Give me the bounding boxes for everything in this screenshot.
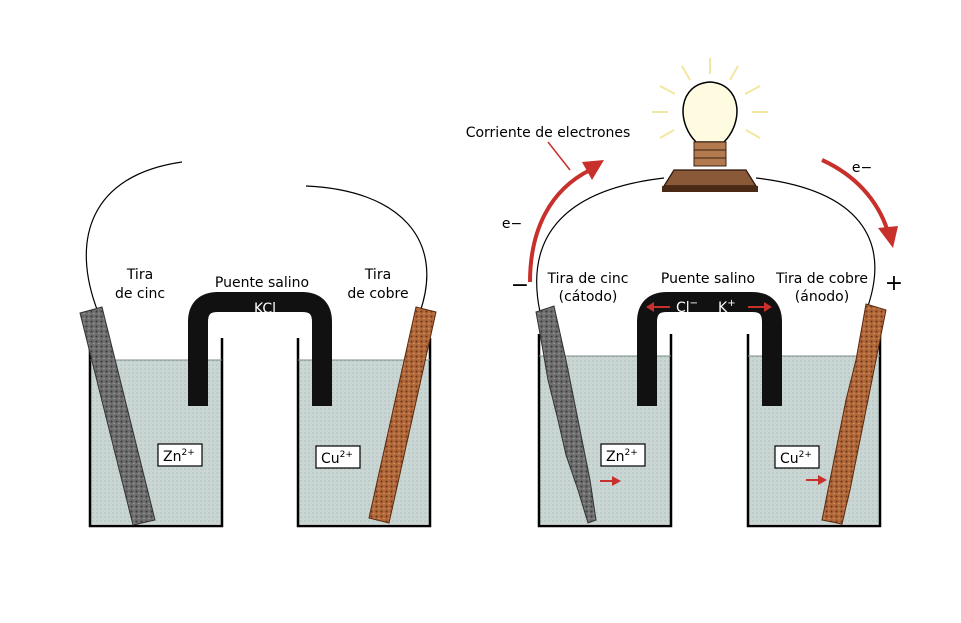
left-beaker-zinc xyxy=(88,338,224,528)
left-copper-ion: Cu xyxy=(321,451,340,467)
left-copper-label-2: de cobre xyxy=(347,286,408,302)
electron-right-label: e− xyxy=(852,160,872,176)
svg-text:Cu2+: Cu2+ xyxy=(780,450,812,467)
electron-flow-label: Corriente de electrones xyxy=(466,125,631,141)
right-beaker-copper xyxy=(746,334,882,528)
left-copper-ion-charge: 2+ xyxy=(340,450,353,460)
right-salt-bridge-label: Puente salino xyxy=(661,271,755,287)
svg-text:K+: K+ xyxy=(718,298,736,316)
bridge-cation: K xyxy=(718,300,728,316)
right-beaker-zinc xyxy=(537,334,673,528)
negative-terminal: − xyxy=(511,273,529,298)
left-salt-bridge-kcl: KCl xyxy=(254,301,276,317)
left-copper-label-1: Tira xyxy=(364,267,391,283)
left-copper-strip xyxy=(368,306,437,524)
right-zinc-ion: Zn xyxy=(606,449,624,465)
left-zinc-ion: Zn xyxy=(163,449,181,465)
right-copper-ion-box xyxy=(774,445,820,469)
electron-arrow-right-head xyxy=(878,226,898,248)
right-zinc-label-2: (cátodo) xyxy=(559,289,618,305)
right-copper-label-1: Tira de cobre xyxy=(775,271,868,287)
electron-left-label: e− xyxy=(502,216,522,232)
right-salt-bridge xyxy=(637,292,782,406)
light-bulb xyxy=(682,81,738,143)
right-copper-label-2: (ánodo) xyxy=(795,289,849,305)
svg-text:Cl−: Cl− xyxy=(676,298,698,316)
svg-text:Cu2+: Cu2+ xyxy=(321,450,353,467)
left-zinc-ion-charge: 2+ xyxy=(181,448,194,458)
left-wire-zinc xyxy=(85,161,183,313)
svg-text:Zn2+: Zn2+ xyxy=(163,448,195,465)
bulb-glow xyxy=(652,58,768,139)
electron-arrow-left xyxy=(528,168,591,283)
left-copper-ion-box xyxy=(315,445,361,469)
bulb-base xyxy=(662,169,758,187)
right-zinc-ion-box xyxy=(600,443,646,467)
bridge-anion: Cl xyxy=(676,300,690,316)
bridge-cation-charge: + xyxy=(727,298,735,309)
left-cell: KCl Tira de cinc Puente salino Tira de c… xyxy=(79,161,437,528)
electron-arrow-right xyxy=(821,158,890,233)
right-copper-strip xyxy=(821,303,887,525)
right-zinc-label-1: Tira de cinc xyxy=(547,271,629,287)
left-salt-bridge xyxy=(188,292,332,406)
electron-flow-pointer xyxy=(547,141,571,171)
right-cell: Cl− K+ Corriente de electrones e− e− − +… xyxy=(466,58,903,528)
right-zinc-ion-charge: 2+ xyxy=(624,448,637,458)
positive-terminal: + xyxy=(885,271,903,296)
left-zinc-label-1: Tira xyxy=(126,267,153,283)
left-salt-bridge-label: Puente salino xyxy=(215,275,309,291)
bridge-anion-charge: − xyxy=(690,298,698,309)
right-zinc-strip xyxy=(535,305,597,524)
right-wire-copper xyxy=(755,177,876,307)
left-wire-copper xyxy=(305,185,428,313)
svg-text:Zn2+: Zn2+ xyxy=(606,448,638,465)
left-zinc-strip xyxy=(79,306,156,526)
right-wire-zinc xyxy=(536,177,665,313)
right-copper-ion: Cu xyxy=(780,451,799,467)
left-zinc-label-2: de cinc xyxy=(115,286,165,302)
left-beaker-copper xyxy=(296,338,432,528)
right-copper-ion-charge: 2+ xyxy=(799,450,812,460)
bulb-socket xyxy=(693,141,727,167)
left-zinc-ion-box xyxy=(157,443,203,467)
electron-arrow-left-head xyxy=(582,160,604,180)
